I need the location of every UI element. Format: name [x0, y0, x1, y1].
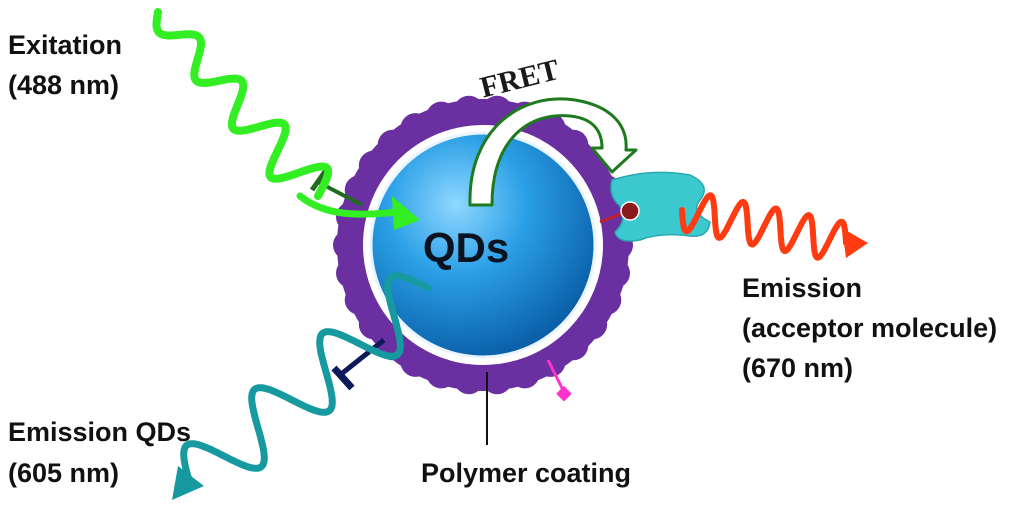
- qd-emission-arrowhead: [172, 466, 204, 500]
- polymer-bump: [600, 258, 630, 289]
- acceptor-emission-label-line3: (670 nm): [742, 353, 853, 383]
- polymer-bump: [535, 113, 566, 144]
- polymer-bump: [509, 358, 540, 389]
- polymer-bump: [344, 175, 375, 206]
- excitation-wave: [152, 8, 420, 230]
- qd-core-sphere: [369, 131, 597, 359]
- polymer-bump: [591, 284, 622, 315]
- acceptor-emission-label-line1: Emission: [742, 273, 862, 303]
- polymer-coating-shell: [333, 95, 633, 395]
- linker-bottom-left: [331, 338, 386, 391]
- qd-emission-label-line2: (605 nm): [8, 458, 119, 488]
- excitation-arrowhead: [392, 196, 420, 230]
- qd-emission-label-line1: Emission QDs: [8, 417, 191, 447]
- polymer-bump: [336, 258, 366, 289]
- qds-label: QDs: [423, 224, 509, 271]
- polymer-bump: [377, 129, 408, 160]
- polymer-bump: [333, 230, 363, 260]
- polymer-bump: [358, 309, 389, 340]
- acceptor-emission-label-line2: (acceptor molecule): [742, 313, 997, 343]
- polymer-bump: [358, 150, 389, 181]
- acceptor-emission-arrowhead: [842, 228, 868, 258]
- fret-arrow: [468, 97, 638, 207]
- polymer-bump: [400, 346, 431, 377]
- polymer-bump: [558, 330, 589, 361]
- polymer-bump: [426, 358, 457, 389]
- polymer-bump: [577, 309, 608, 340]
- excitation-label-line2: (488 nm): [8, 70, 119, 100]
- polymer-bump: [453, 95, 484, 126]
- polymer-bump: [344, 284, 375, 315]
- polymer-bump: [482, 364, 513, 395]
- polymer-bump: [400, 113, 431, 144]
- acceptor-binding-site: [620, 201, 640, 221]
- qd-emission-wave: [172, 272, 432, 500]
- polymer-bump: [558, 129, 589, 160]
- polymer-coating-label: Polymer coating: [421, 458, 631, 488]
- polymer-bump: [453, 364, 484, 395]
- polymer-bump: [426, 101, 457, 132]
- fret-label: FRET: [477, 53, 563, 104]
- acceptor-emission-wave: [679, 192, 868, 261]
- linker-bottom-right: [546, 359, 572, 402]
- excitation-label-line1: Exitation: [8, 30, 122, 60]
